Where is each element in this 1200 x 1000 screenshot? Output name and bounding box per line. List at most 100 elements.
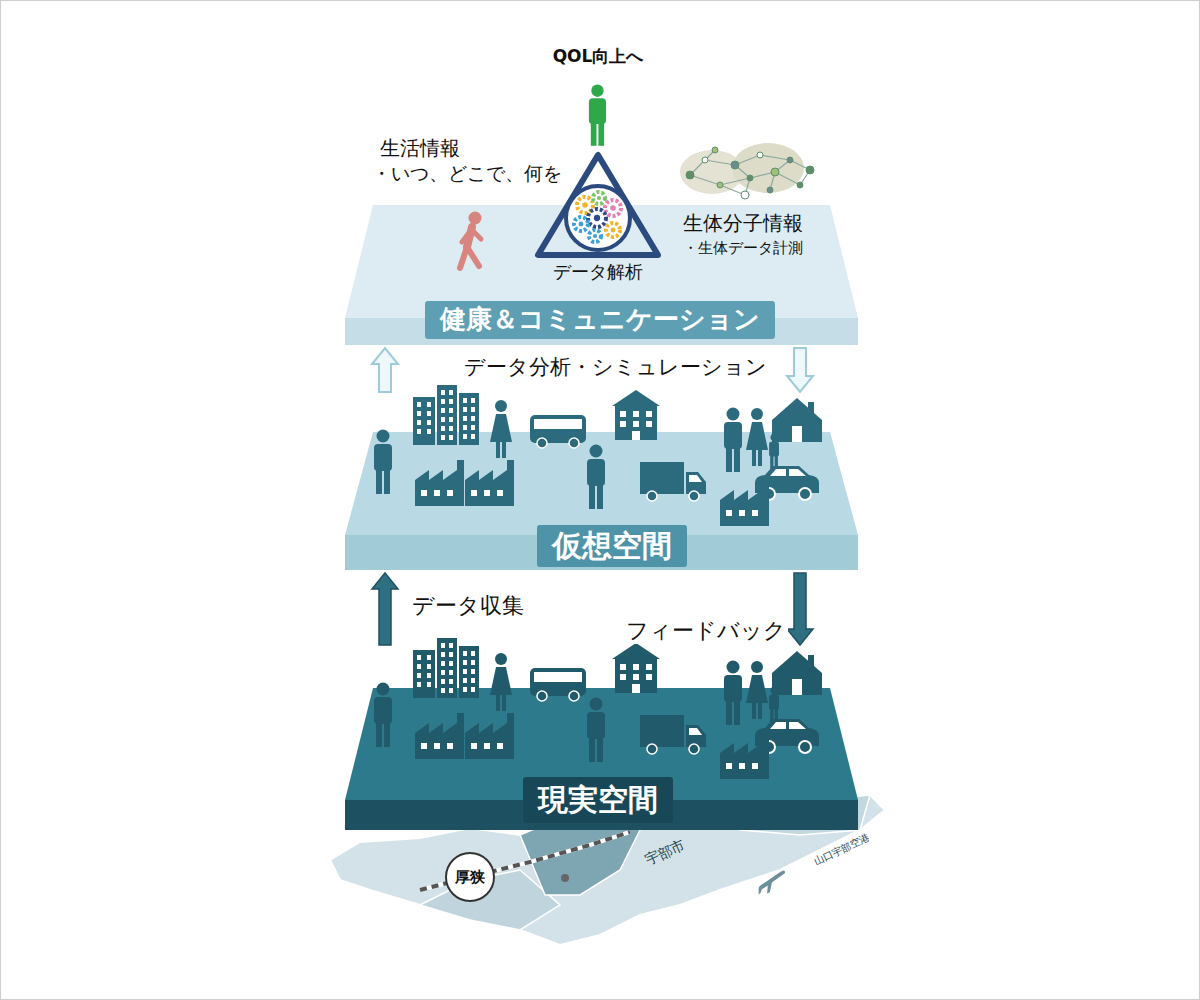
icon-part (417, 429, 421, 434)
icon-part (569, 691, 579, 701)
icon-part (534, 419, 582, 429)
icon-part (441, 417, 445, 422)
icon-part (463, 407, 467, 412)
icon-part (463, 651, 467, 656)
network-dot (712, 147, 718, 153)
icon-part (449, 390, 453, 395)
person-icon (374, 683, 392, 748)
icon-part (374, 697, 392, 724)
icon-part (376, 721, 382, 747)
person-icon (724, 661, 742, 726)
icon-part (646, 411, 652, 417)
network-link (705, 160, 735, 165)
icon-part (449, 661, 453, 666)
station-circle (446, 853, 494, 901)
person-icon (587, 445, 605, 510)
network-dot (806, 166, 814, 174)
icon-part (646, 664, 652, 670)
icon-part (640, 462, 684, 494)
icon-part (598, 121, 604, 146)
icon-part (770, 469, 786, 476)
icon-part (421, 490, 427, 496)
icon-part (413, 650, 435, 698)
icon-part (534, 672, 582, 682)
icon-part (374, 444, 392, 471)
icon-part (720, 733, 769, 779)
diagram-label: QOL向上へ (553, 46, 644, 66)
plane-label-band: 仮想空間 (537, 525, 687, 567)
icon-part (463, 678, 467, 683)
icon-part (463, 398, 467, 403)
icon-part (449, 670, 453, 675)
icon-part (441, 399, 445, 404)
icon-part (792, 426, 802, 442)
icon-part (441, 408, 445, 413)
icon-part (724, 422, 742, 449)
family-icon (724, 408, 779, 473)
icon-part (441, 661, 445, 666)
edge-label: フィードバック (624, 618, 788, 644)
icon-part (427, 682, 431, 687)
gear (574, 217, 588, 231)
icon-part (377, 430, 390, 443)
icon-part (462, 230, 471, 242)
icon-part (772, 398, 822, 442)
icon-part (441, 426, 445, 431)
icon-part (752, 701, 756, 719)
icon-part (799, 488, 811, 500)
icon-part (769, 442, 779, 457)
network-dot (787, 157, 793, 163)
icon-part (726, 763, 732, 769)
icon-part (471, 425, 475, 430)
diagram-label: 厚狭 (455, 868, 485, 886)
icon-part (449, 643, 453, 648)
icon-part (646, 674, 652, 680)
station-dot (561, 874, 569, 882)
icon-part (417, 411, 421, 416)
icon-part (752, 510, 758, 516)
school-icon (612, 390, 660, 440)
icon-part (620, 421, 626, 427)
icon-part (752, 448, 756, 466)
icon-part (689, 475, 702, 482)
icon-part (427, 402, 431, 407)
icon-part (497, 743, 503, 749)
icon-part (471, 651, 475, 656)
icon-part (647, 744, 657, 754)
icon-part (441, 390, 445, 395)
diagram-label: 生体分子情報 (683, 211, 803, 235)
icon-part (471, 743, 477, 749)
gear-hub (593, 234, 597, 238)
factory-icon (465, 460, 514, 506)
icon-part (620, 674, 626, 680)
icon-part (471, 678, 475, 683)
network-link (720, 178, 750, 185)
icon-part (591, 121, 597, 146)
icon-part (727, 408, 740, 421)
icon-part (770, 722, 786, 729)
icon-part (589, 98, 606, 124)
icon-part (751, 661, 763, 673)
icon-part (441, 679, 445, 684)
icon-part (441, 688, 445, 693)
icon-part (427, 420, 431, 425)
network-dot (747, 175, 753, 181)
icon-part (484, 490, 490, 496)
icon-part (449, 688, 453, 693)
icon-part (463, 687, 467, 692)
diagram-label: ・いつ、どこで、何を (372, 162, 562, 185)
icon-part (632, 684, 640, 693)
icon-part (720, 480, 769, 526)
icon-part (726, 510, 732, 516)
plane-surface (345, 432, 858, 535)
woman-icon (746, 408, 768, 466)
gear (593, 192, 605, 204)
icon-part (459, 646, 479, 698)
icon-part (465, 713, 514, 759)
icon-part (746, 675, 768, 703)
icon-part (789, 469, 806, 476)
bus-icon (530, 415, 586, 448)
person-icon (724, 408, 742, 473)
gear-hub (582, 202, 588, 208)
